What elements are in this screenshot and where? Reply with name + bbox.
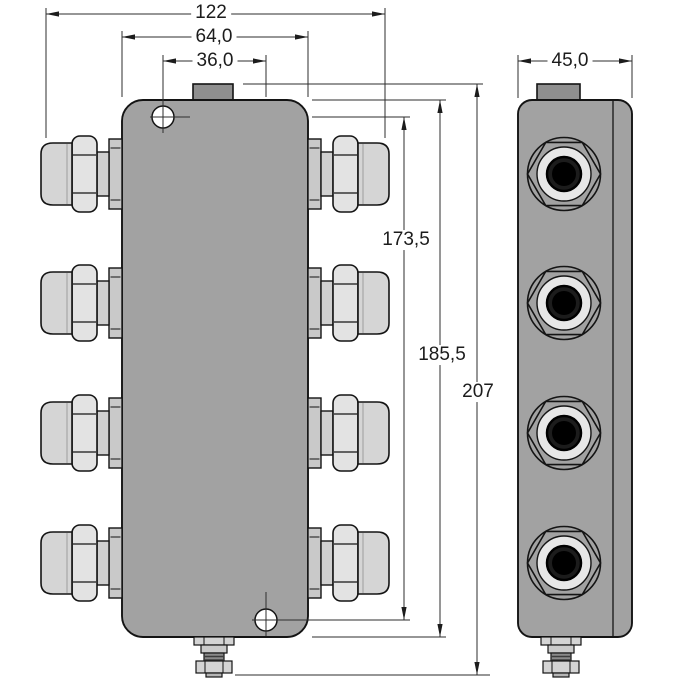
cable-gland-right-2 — [307, 264, 390, 342]
round-connector-3 — [526, 395, 602, 471]
cable-gland-right-1 — [307, 135, 390, 213]
dim-hole-spacing-y-label: 173,5 — [378, 230, 434, 250]
cable-gland-right-3 — [307, 394, 390, 472]
cable-gland-left-3 — [40, 394, 123, 472]
dim-body-height-label: 185,5 — [414, 345, 470, 365]
dimension-arrowheads — [46, 11, 632, 675]
dim-body-width-label: 64,0 — [191, 27, 237, 47]
front-view — [40, 55, 390, 678]
front-body — [121, 99, 309, 638]
dimension-lines — [45, 8, 633, 676]
cable-gland-left-4 — [40, 524, 123, 602]
round-connector-2 — [526, 265, 602, 341]
dim-overall-height-label: 207 — [458, 382, 498, 402]
cable-gland-left-1 — [40, 135, 123, 213]
side-view — [517, 83, 633, 678]
dim-side-width-label: 45,0 — [547, 51, 593, 71]
round-connector-1 — [526, 136, 602, 212]
cable-gland-right-4 — [307, 524, 390, 602]
round-connector-4 — [526, 525, 602, 601]
side-bottom-plug — [540, 636, 582, 678]
dim-overall-width-label: 122 — [191, 3, 231, 23]
dim-hole-spacing-x-label: 36,0 — [192, 51, 238, 71]
cable-gland-left-2 — [40, 264, 123, 342]
front-bottom-plug — [193, 636, 235, 678]
